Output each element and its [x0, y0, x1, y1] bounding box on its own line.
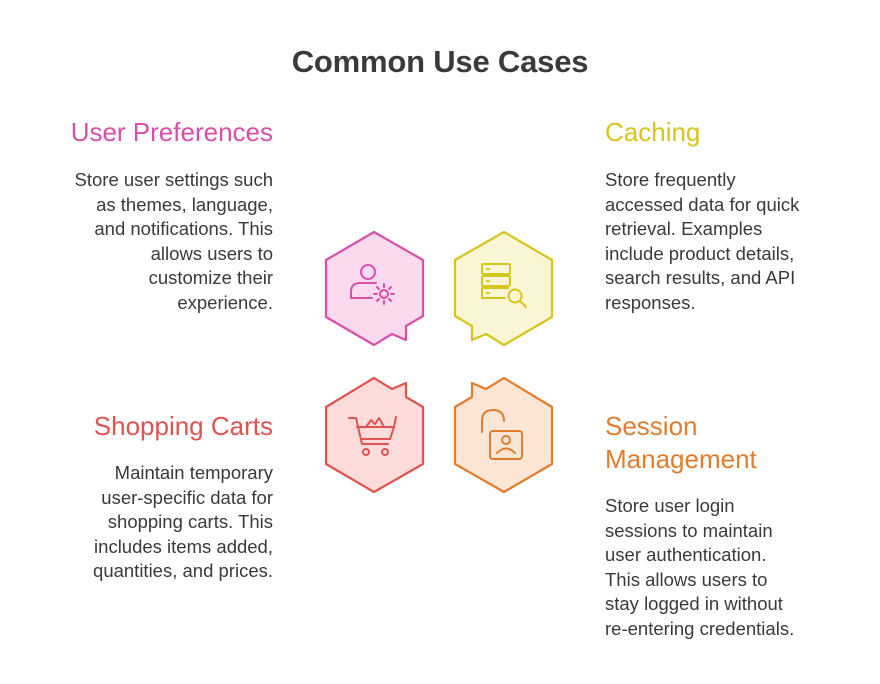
description-line: Maintain temporary [114, 462, 273, 483]
description-line: Store frequently [605, 169, 736, 190]
unlocked-user-icon [481, 409, 523, 460]
session-management-heading: Session Management [605, 410, 855, 476]
caching-description: Store frequently accessed data for quick… [605, 168, 855, 315]
description-line: quantities, and prices. [93, 560, 273, 581]
caching-heading: Caching [605, 117, 701, 147]
description-line: sessions to maintain [605, 519, 773, 541]
page-title: Common Use Cases [291, 44, 589, 79]
shopping-cart-icon [348, 416, 397, 456]
description-line: allows users to [150, 242, 273, 264]
user-preferences-heading: User Preferences [70, 117, 273, 147]
description-line: includes items added, [94, 535, 273, 557]
description-line: accessed data for quick [605, 193, 800, 215]
description-line: and notifications. This [94, 218, 273, 239]
description-line: experience. [177, 291, 273, 313]
server-search-icon [481, 263, 527, 308]
description-line: stay logged in without [605, 593, 783, 614]
description-line: This allows users to [605, 568, 768, 590]
description-line: responses. [605, 291, 696, 313]
shopping-carts-heading: Shopping Carts [93, 411, 273, 441]
user-gear-icon [350, 264, 395, 305]
session-management-hexagon [453, 376, 554, 494]
session-management-description: Store user login sessions to maintain us… [605, 494, 855, 641]
description-line: customize their [148, 267, 273, 288]
description-line: retrieval. Examples [605, 218, 763, 239]
description-line: user-specific data for [101, 486, 273, 508]
user-preferences-description: Store user settings such as themes, lang… [33, 168, 273, 315]
user-preferences-hexagon [324, 230, 425, 347]
description-line: Store user login [605, 495, 735, 516]
shopping-carts-description: Maintain temporary user-specific data fo… [33, 461, 273, 584]
heading-line: Management [605, 444, 757, 474]
description-line: search results, and API [605, 267, 796, 288]
heading-line: Session [605, 411, 698, 441]
description-line: user authentication. [605, 544, 767, 565]
description-line: shopping carts. This [107, 511, 273, 532]
description-line: re-entering credentials. [605, 617, 795, 639]
description-line: as themes, language, [96, 193, 273, 215]
caching-hexagon [453, 230, 554, 347]
description-line: include product details, [605, 242, 795, 264]
description-line: Store user settings such [74, 169, 273, 190]
shopping-carts-hexagon [324, 376, 425, 494]
